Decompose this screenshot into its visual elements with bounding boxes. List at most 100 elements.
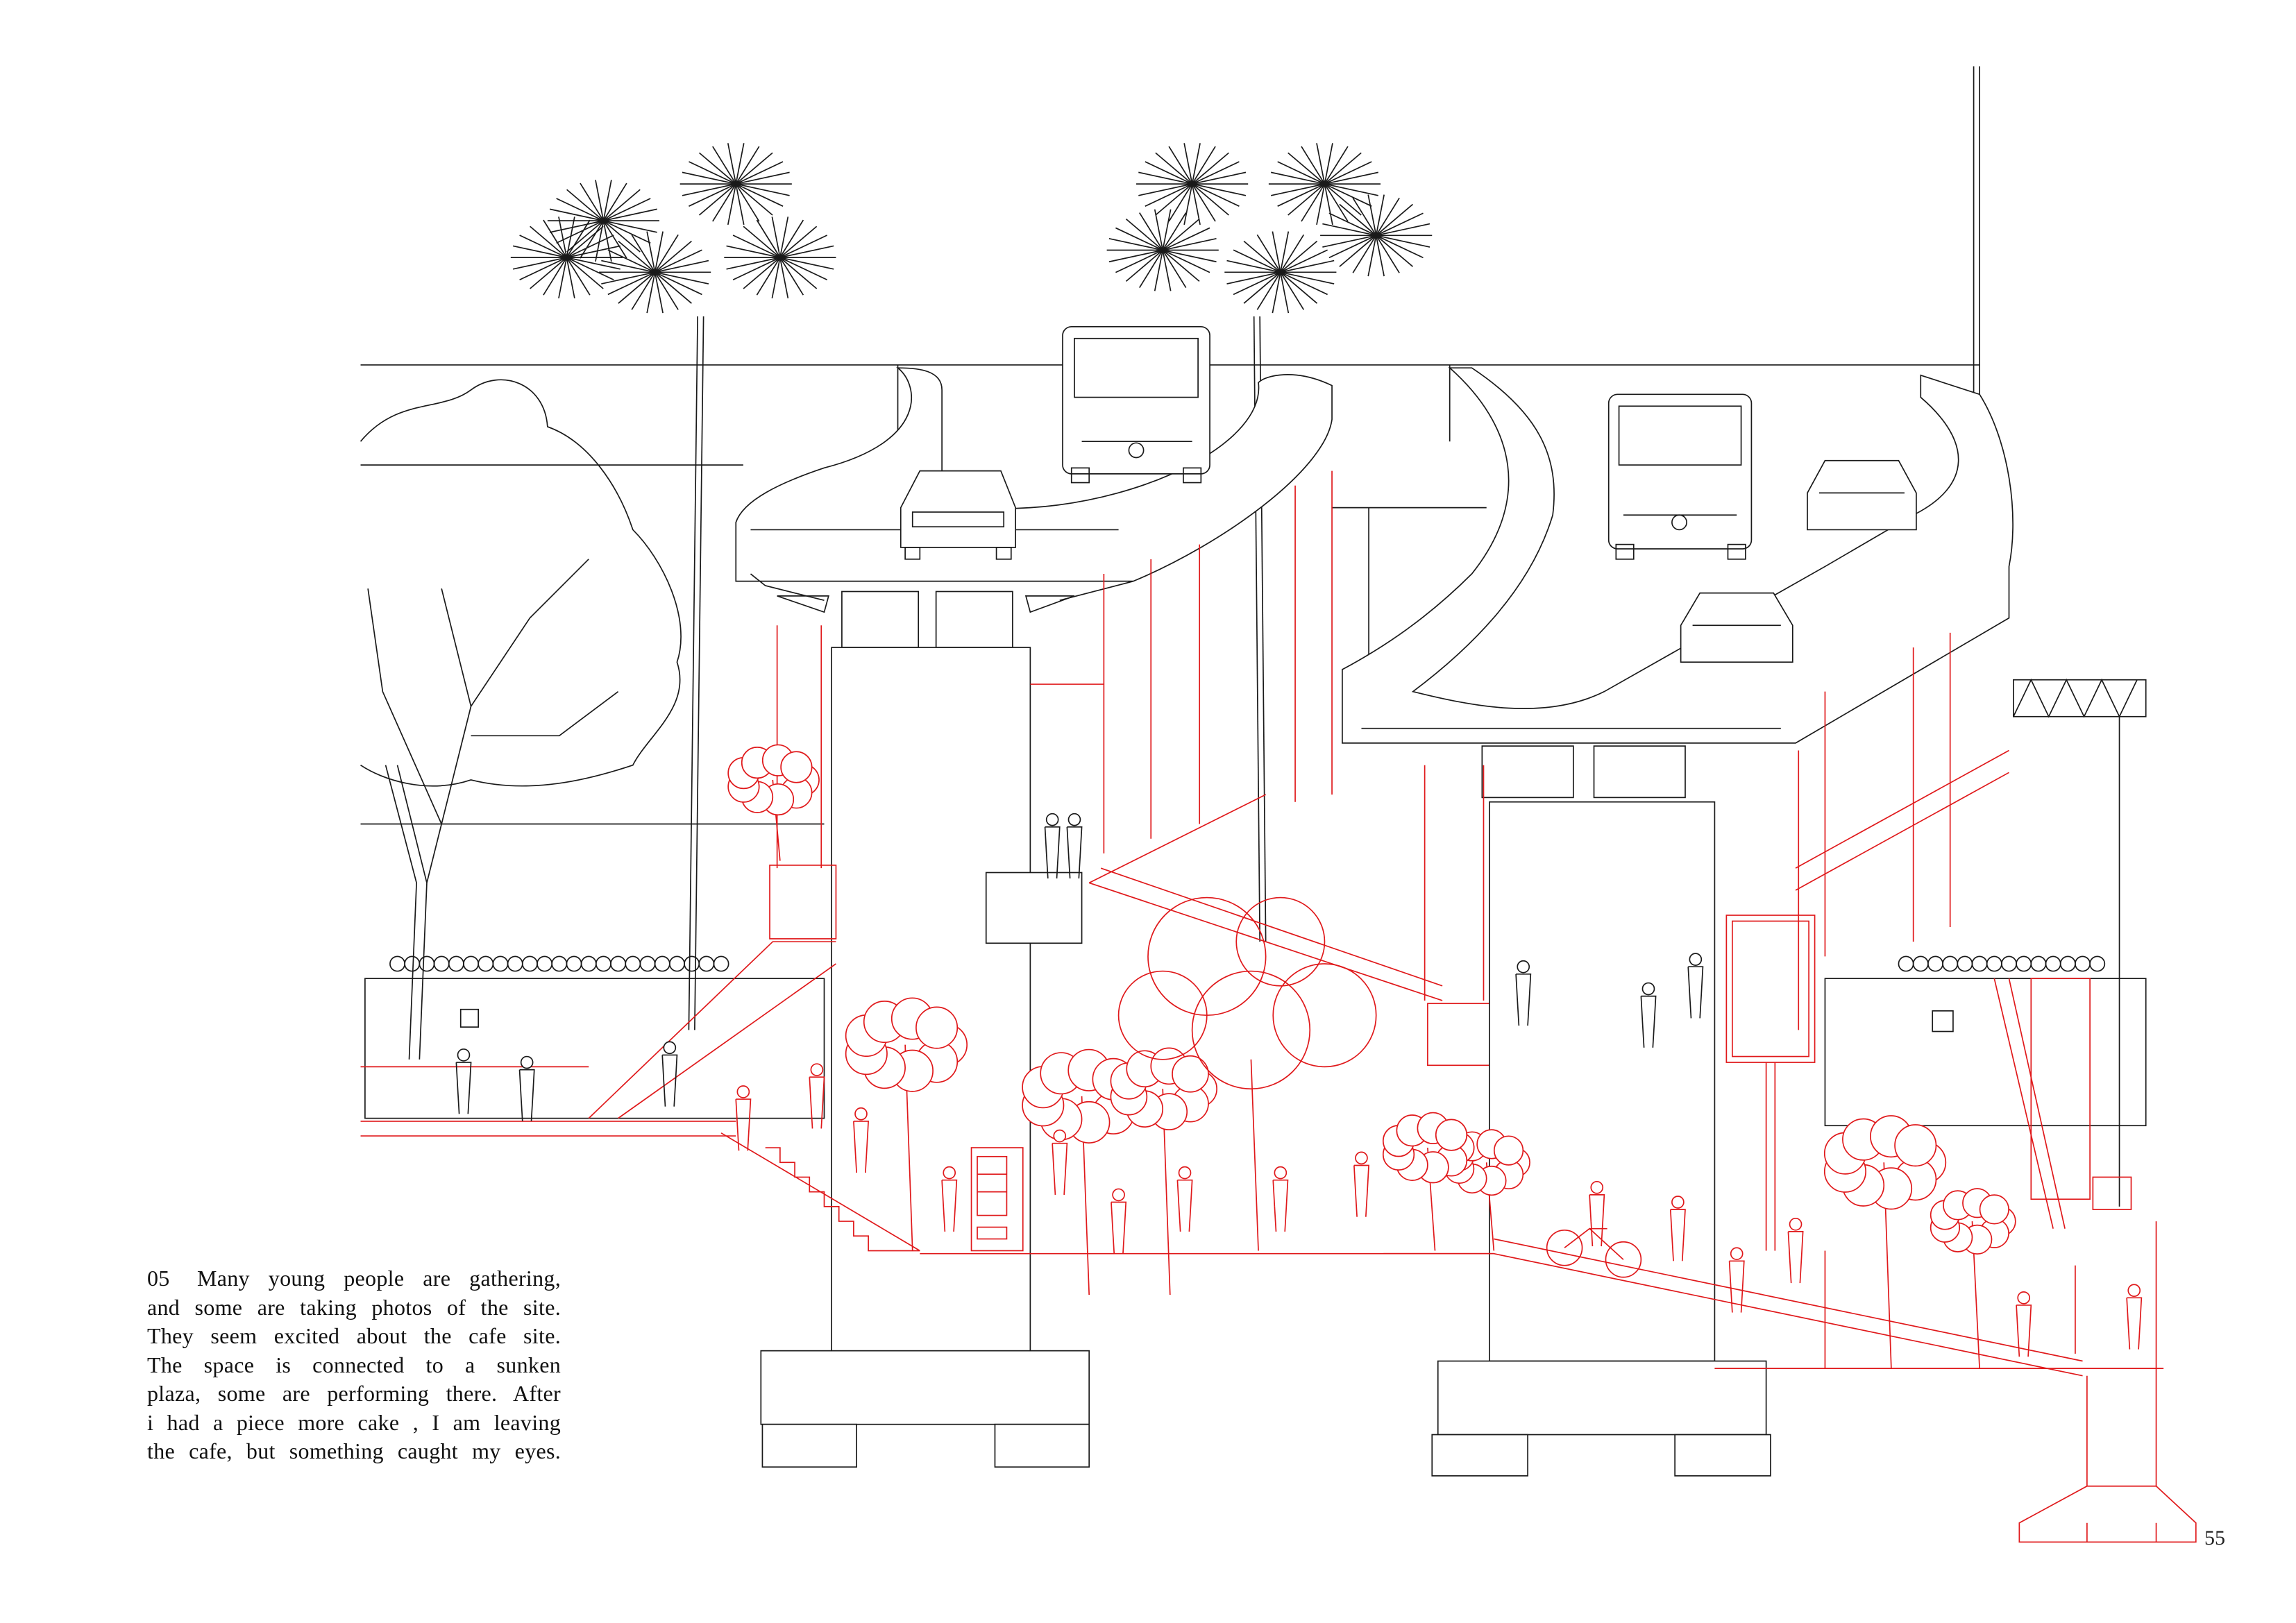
palm-frond <box>724 216 836 299</box>
frond-leaf <box>530 257 567 289</box>
frond-leaf <box>727 143 737 185</box>
tree-foliage <box>1979 1194 2009 1225</box>
frond-leaf <box>1376 235 1413 267</box>
fence-coil <box>507 955 523 972</box>
frond-leaf <box>1162 250 1172 291</box>
tree-foliage <box>1435 1119 1468 1151</box>
person <box>735 1085 752 1151</box>
frond-leaf <box>1163 249 1217 263</box>
frond-leaf <box>1145 161 1192 185</box>
person-head <box>810 1063 824 1076</box>
person-body <box>1687 966 1704 1019</box>
frond-leaf <box>1352 235 1377 273</box>
frond-leaf <box>1191 146 1216 185</box>
person <box>1640 982 1657 1048</box>
caption-line: They seem excited about the cafe site. <box>147 1323 561 1348</box>
elevated-road-right <box>1342 367 2014 799</box>
frond-leaf <box>682 183 736 196</box>
tree-foliage <box>780 751 813 783</box>
vending-machine <box>970 1147 1024 1252</box>
frond-leaf <box>712 183 736 222</box>
fence-coil <box>654 955 670 972</box>
tree-foliage <box>915 1006 959 1049</box>
frond-leaf <box>1280 231 1290 273</box>
person-head <box>1053 1129 1067 1143</box>
frond-leaf <box>1139 250 1163 288</box>
frond-leaf <box>566 245 621 258</box>
fence-coil <box>537 955 553 972</box>
frond-leaf <box>1162 212 1187 250</box>
tree-trunk <box>1250 1059 1259 1251</box>
fence-coil <box>492 955 509 972</box>
frond-leaf <box>727 183 737 226</box>
fence-coil <box>433 955 450 972</box>
frond-leaf <box>1277 183 1325 207</box>
fence-coil <box>551 955 568 972</box>
frond-leaf <box>618 240 656 273</box>
fence-coil <box>625 955 641 972</box>
frond-leaf <box>771 216 781 258</box>
frond-leaf <box>603 220 657 233</box>
frond-leaf <box>1328 212 1377 237</box>
caption-line: Many young people are gathering, <box>197 1266 561 1291</box>
frond-leaf <box>756 257 781 296</box>
frond-leaf <box>1375 197 1400 236</box>
people <box>455 813 2143 1357</box>
frond-leaf <box>1192 183 1240 207</box>
frond-leaf <box>1154 209 1164 250</box>
frond-leaf <box>779 216 789 258</box>
frond-leaf <box>1155 183 1193 216</box>
frond-leaf <box>1155 152 1193 185</box>
person <box>1176 1166 1193 1232</box>
bus-right <box>1607 393 1753 560</box>
person-body <box>1589 1194 1605 1247</box>
red-tree <box>1823 1115 1947 1369</box>
tree-canopy <box>1235 897 1326 987</box>
frond-leaf <box>735 161 784 185</box>
person-body <box>518 1069 535 1121</box>
frond-leaf <box>689 183 736 207</box>
person-body <box>735 1098 752 1151</box>
frond-leaf <box>1243 240 1281 273</box>
person <box>1687 953 1704 1019</box>
frond-leaf <box>1280 271 1305 310</box>
person-head <box>1641 982 1655 996</box>
person <box>2126 1284 2143 1350</box>
frond-leaf <box>1162 250 1187 288</box>
frond-leaf <box>1139 212 1163 250</box>
frond-leaf <box>1272 231 1281 273</box>
frond-leaf <box>736 171 790 185</box>
pickup-truck <box>900 470 1017 560</box>
frond-leaf <box>580 220 605 259</box>
fence-coil <box>2075 955 2091 972</box>
red-outline-tree <box>1117 897 1377 1251</box>
frond-leaf <box>1270 171 1325 185</box>
frond-leaf <box>1324 161 1372 185</box>
frond-leaf <box>1324 183 1333 226</box>
frond-leaf <box>558 216 568 258</box>
frond-leaf <box>726 257 781 270</box>
fence-coil <box>1986 955 2002 972</box>
frond-leaf <box>519 257 567 280</box>
person-body <box>1515 973 1532 1026</box>
frond-leaf <box>580 182 605 221</box>
person-head <box>1178 1166 1192 1180</box>
frond-leaf <box>1115 249 1163 273</box>
frond-leaf <box>556 198 604 221</box>
person <box>809 1063 825 1129</box>
fence-coil <box>521 955 538 972</box>
frond-leaf <box>1322 223 1376 237</box>
frond-leaf <box>631 234 656 273</box>
frond-leaf <box>1376 223 1430 237</box>
person-head <box>736 1085 750 1098</box>
frond-leaf <box>602 189 641 221</box>
frond-leaf <box>1375 235 1385 277</box>
frond-leaf <box>1324 146 1349 185</box>
frond-leaf <box>1125 219 1163 251</box>
frond-leaf <box>566 257 614 280</box>
frond-leaf <box>1280 272 1290 314</box>
fence-coil <box>2089 955 2106 972</box>
frond-leaf <box>1138 183 1192 196</box>
frond-leaf <box>735 152 773 185</box>
frond-leaf <box>1375 194 1385 236</box>
